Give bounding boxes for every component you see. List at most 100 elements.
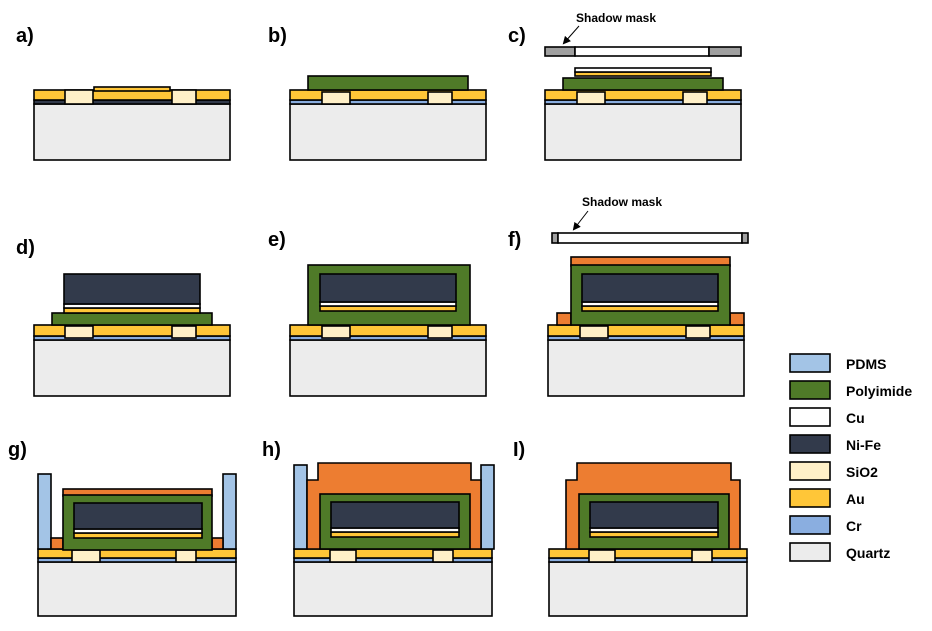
panel-d	[33, 273, 231, 397]
legend-swatch-au	[789, 488, 831, 508]
legend-label-cr: Cr	[846, 518, 862, 534]
panel-label-h: h)	[262, 439, 281, 461]
sio2-pad-left	[321, 325, 351, 339]
panel-a	[33, 86, 231, 161]
polyimide-layer	[562, 77, 724, 91]
nife-core	[330, 501, 460, 529]
nife-core	[319, 273, 457, 303]
sio2-pad-right	[682, 91, 708, 105]
nife-core	[589, 501, 719, 529]
orange-pad-right	[729, 312, 745, 326]
shadow-mask-frame-left	[551, 232, 559, 244]
legend-swatch-nife	[789, 434, 831, 454]
legend-label-cu: Cu	[846, 410, 865, 426]
panel-label-c: c)	[508, 25, 526, 47]
legend-item-quartz: Quartz	[789, 542, 890, 562]
legend-item-pdms: PDMS	[789, 353, 886, 373]
legend-label-au: Au	[846, 491, 865, 507]
seed-layer-cu	[574, 67, 712, 73]
legend-label-quartz: Quartz	[846, 545, 890, 561]
panel-e	[289, 264, 487, 397]
orange-pad-right	[211, 537, 224, 550]
au-layer	[33, 324, 231, 337]
legend-item-polyimide: Polyimide	[789, 380, 912, 400]
quartz-substrate	[289, 103, 487, 161]
quartz-substrate	[33, 103, 231, 161]
sio2-pad-left	[579, 325, 609, 339]
quartz-substrate	[33, 339, 231, 397]
au-layer	[289, 89, 487, 101]
sio2-pad-left	[329, 549, 357, 563]
legend-item-cu: Cu	[789, 407, 865, 427]
shadow-mask-arrow	[572, 210, 589, 231]
legend-item-nife: Ni-Fe	[789, 434, 881, 454]
panel-b	[289, 75, 487, 161]
panel-label-b: b)	[268, 25, 287, 47]
sio2-pad-right	[171, 89, 197, 105]
sio2-pad-left	[64, 325, 94, 339]
legend-swatch-polyimide	[789, 380, 831, 400]
au-layer	[548, 548, 748, 559]
quartz-substrate	[548, 561, 748, 617]
legend-item-sio2: SiO2	[789, 461, 878, 481]
shadow-mask-opening	[574, 46, 710, 57]
panel-f: Shadow mask	[547, 195, 749, 397]
au-layer	[547, 324, 745, 337]
quartz-substrate	[547, 339, 745, 397]
panel-label-g: g)	[8, 439, 27, 461]
au-layer	[289, 324, 487, 337]
legend-label-pdms: PDMS	[846, 356, 886, 372]
orange-pad-left	[556, 312, 572, 326]
quartz-substrate	[289, 339, 487, 397]
polyimide-layer	[307, 75, 469, 91]
sio2-pad-right	[175, 549, 197, 563]
sio2-pad-left	[588, 549, 616, 563]
legend-item-au: Au	[789, 488, 865, 508]
sio2-pad-right	[685, 325, 711, 339]
panel-label-f: f)	[508, 229, 521, 251]
sio2-pad-left	[576, 91, 606, 105]
pdms-wall-right	[222, 473, 237, 550]
au-layer	[293, 548, 493, 559]
shadow-mask-label: Shadow mask	[582, 195, 662, 209]
sio2-pad-left	[71, 549, 101, 563]
pdms-wall-left	[293, 464, 308, 550]
sio2-pad-right	[171, 325, 197, 339]
shadow-mask-opening	[557, 232, 743, 244]
pdms-wall-left	[37, 473, 52, 550]
sio2-pad-right	[432, 549, 454, 563]
quartz-substrate	[544, 103, 742, 161]
polyimide-layer	[51, 312, 213, 326]
panel-label-i: I)	[513, 439, 525, 461]
panel-h	[293, 462, 495, 617]
sio2-pad-left	[64, 89, 94, 105]
nife-core	[63, 273, 201, 305]
sio2-pad-right	[427, 91, 453, 105]
au-raised	[93, 86, 171, 92]
pdms-wall-right	[480, 464, 495, 550]
legend-item-cr: Cr	[789, 515, 862, 535]
sio2-pad-left	[321, 91, 351, 105]
shadow-mask-frame-right	[708, 46, 742, 57]
legend-swatch-pdms	[789, 353, 831, 373]
shadow-mask-arrow	[562, 25, 580, 45]
shadow-mask-label: Shadow mask	[576, 11, 656, 25]
legend: PDMS Polyimide Cu Ni-Fe SiO2 Au Cr Quar	[789, 353, 912, 562]
legend-label-polyimide: Polyimide	[846, 383, 912, 399]
legend-swatch-cr	[789, 515, 831, 535]
legend-swatch-cu	[789, 407, 831, 427]
shadow-mask-frame-left	[544, 46, 576, 57]
shadow-mask-frame-right	[741, 232, 749, 244]
legend-label-sio2: SiO2	[846, 464, 878, 480]
panel-label-a: a)	[16, 25, 34, 47]
legend-label-nife: Ni-Fe	[846, 437, 881, 453]
panel-i	[548, 462, 748, 617]
au-layer	[544, 89, 742, 101]
sio2-pad-right	[427, 325, 453, 339]
panel-label-e: e)	[268, 229, 286, 251]
panel-label-d: d)	[16, 237, 35, 259]
panel-c: Shadow mask	[544, 11, 742, 161]
panel-g	[37, 473, 237, 617]
orange-pad-left	[50, 537, 64, 550]
